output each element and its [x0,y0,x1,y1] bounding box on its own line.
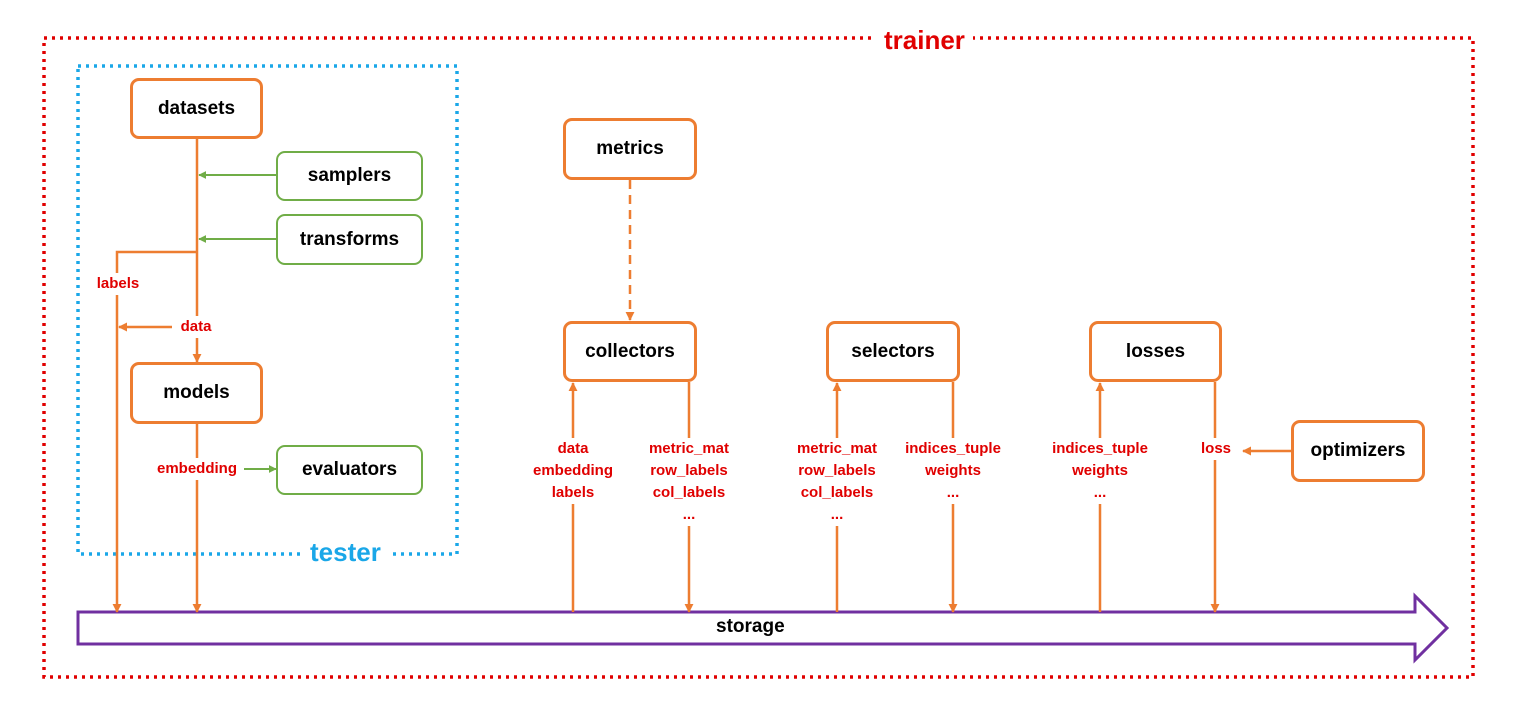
selectors-node: selectors [826,321,960,382]
loss-edge-label: loss [1196,438,1236,460]
selectors-out-label: indices_tuple [905,440,1001,457]
datasets-node: datasets [130,78,263,139]
data-edge-label: data [174,316,218,338]
tester-frame [76,64,459,556]
labels-edge-label: labels [88,273,148,295]
collectors-out-labels: metric_mat row_labels col_labels ... [636,438,742,526]
collectors-in-label: labels [551,484,595,501]
samplers-node: samplers [276,151,423,201]
collectors-in-label: data [557,440,589,457]
metrics-node: metrics [563,118,697,180]
collectors-out-label: row_labels [650,462,728,479]
selectors-out-label: ... [946,484,960,501]
losses-in-label: indices_tuple [1052,440,1148,457]
storage-arrow [76,592,1450,664]
losses-in-label: ... [1093,484,1107,501]
trainer-frame [42,36,1475,679]
selectors-in-label: col_labels [800,484,874,501]
transforms-node: transforms [276,214,423,265]
selectors-in-label: metric_mat [796,440,878,457]
collectors-out-label: col_labels [652,484,726,501]
selectors-in-labels: metric_mat row_labels col_labels ... [784,438,890,526]
collectors-node: collectors [563,321,697,382]
collectors-out-label: ... [682,506,696,523]
collectors-in-label: embedding [532,462,613,479]
collectors-in-labels: data embedding labels [523,438,623,504]
selectors-out-labels: indices_tuple weights ... [896,438,1010,504]
selectors-in-label: row_labels [798,462,876,479]
embedding-edge-label: embedding [150,458,244,480]
selectors-out-label: weights [925,462,981,479]
storage-label: storage [716,616,785,637]
evaluators-node: evaluators [276,445,423,495]
losses-node: losses [1089,321,1222,382]
losses-in-label: weights [1072,462,1128,479]
labels-path [112,250,197,613]
optimizers-node: optimizers [1291,420,1425,482]
trainer-title: trainer [876,23,973,57]
collectors-out-label: metric_mat [648,440,730,457]
selectors-in-label: ... [830,506,844,523]
models-node: models [130,362,263,424]
losses-in-labels: indices_tuple weights ... [1042,438,1158,504]
tester-title: tester [302,535,389,569]
